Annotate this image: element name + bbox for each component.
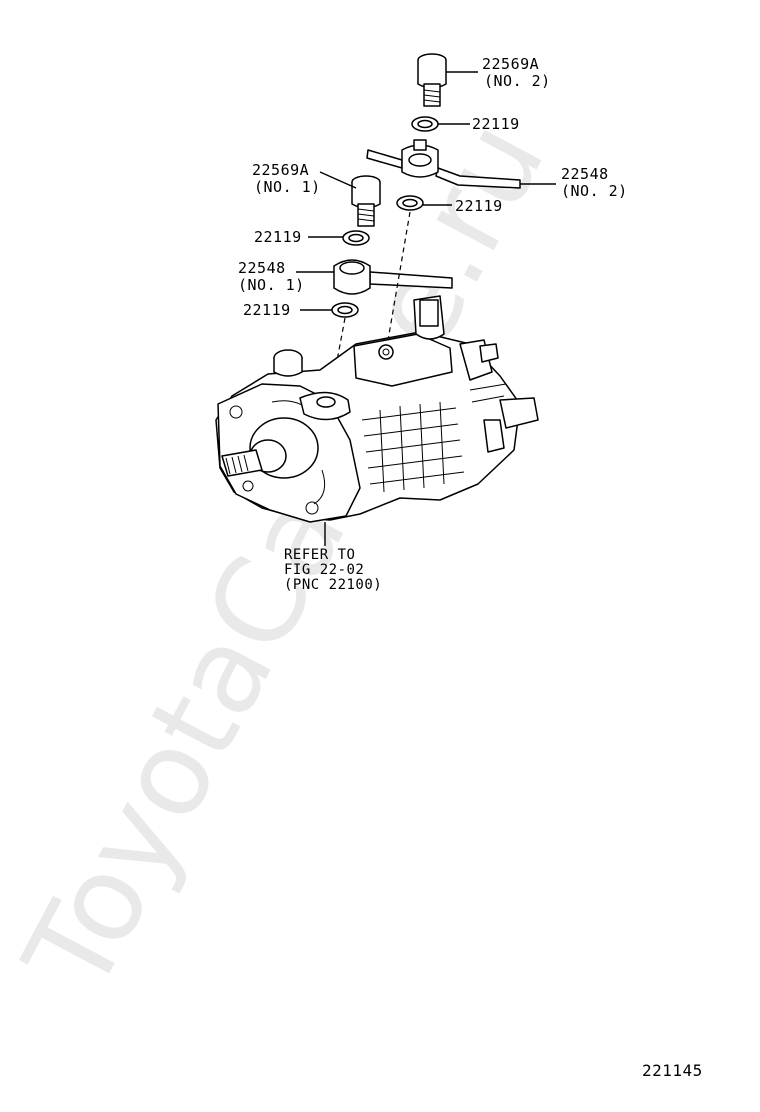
- callout-part-number: 22548: [238, 259, 286, 277]
- refer-note: REFER TO FIG 22-02 (PNC 22100): [284, 548, 382, 593]
- callout-union-bolt-no2: 22569A (NO. 2): [482, 56, 551, 90]
- gasket-mid-right-drawing: [396, 195, 424, 211]
- leader-lines: [296, 71, 556, 546]
- refer-line-3: (PNC 22100): [284, 577, 383, 593]
- guide-line-right: [385, 211, 411, 353]
- pipe-no1-drawing: [333, 259, 453, 295]
- callout-part-number: 22119: [455, 197, 503, 215]
- union-bolt-no1-drawing: [351, 175, 381, 227]
- callout-note: (NO. 2): [561, 182, 628, 200]
- injection-pump-drawing: [215, 295, 539, 523]
- gasket-low-left-drawing: [331, 302, 359, 318]
- callout-gasket-low-left: 22119: [243, 302, 291, 319]
- callout-part-number: 22119: [472, 115, 520, 133]
- callout-union-bolt-no1: 22569A (NO. 1): [252, 162, 321, 196]
- callout-gasket-mid-right: 22119: [455, 198, 503, 215]
- callout-part-number: 22119: [243, 301, 291, 319]
- callout-note: (NO. 2): [484, 72, 551, 90]
- callout-gasket-top: 22119: [472, 116, 520, 133]
- refer-line-2: FIG 22-02: [284, 562, 365, 578]
- callout-part-number: 22119: [254, 228, 302, 246]
- callout-note: (NO. 1): [254, 178, 321, 196]
- callout-note: (NO. 1): [238, 276, 305, 294]
- gasket-mid-left-drawing: [342, 230, 370, 246]
- gasket-top-drawing: [411, 116, 439, 132]
- pipe-no2-drawing: [366, 139, 521, 189]
- callout-gasket-mid-left: 22119: [254, 229, 302, 246]
- callout-pipe-no1: 22548 (NO. 1): [238, 260, 305, 294]
- callout-part-number: 22569A: [252, 161, 310, 179]
- callout-part-number: 22569A: [482, 55, 540, 73]
- callout-pipe-no2: 22548 (NO. 2): [561, 166, 628, 200]
- figure-id: 221145: [642, 1061, 703, 1080]
- callout-part-number: 22548: [561, 165, 609, 183]
- refer-line-1: REFER TO: [284, 547, 356, 563]
- union-bolt-no2-drawing: [417, 53, 447, 107]
